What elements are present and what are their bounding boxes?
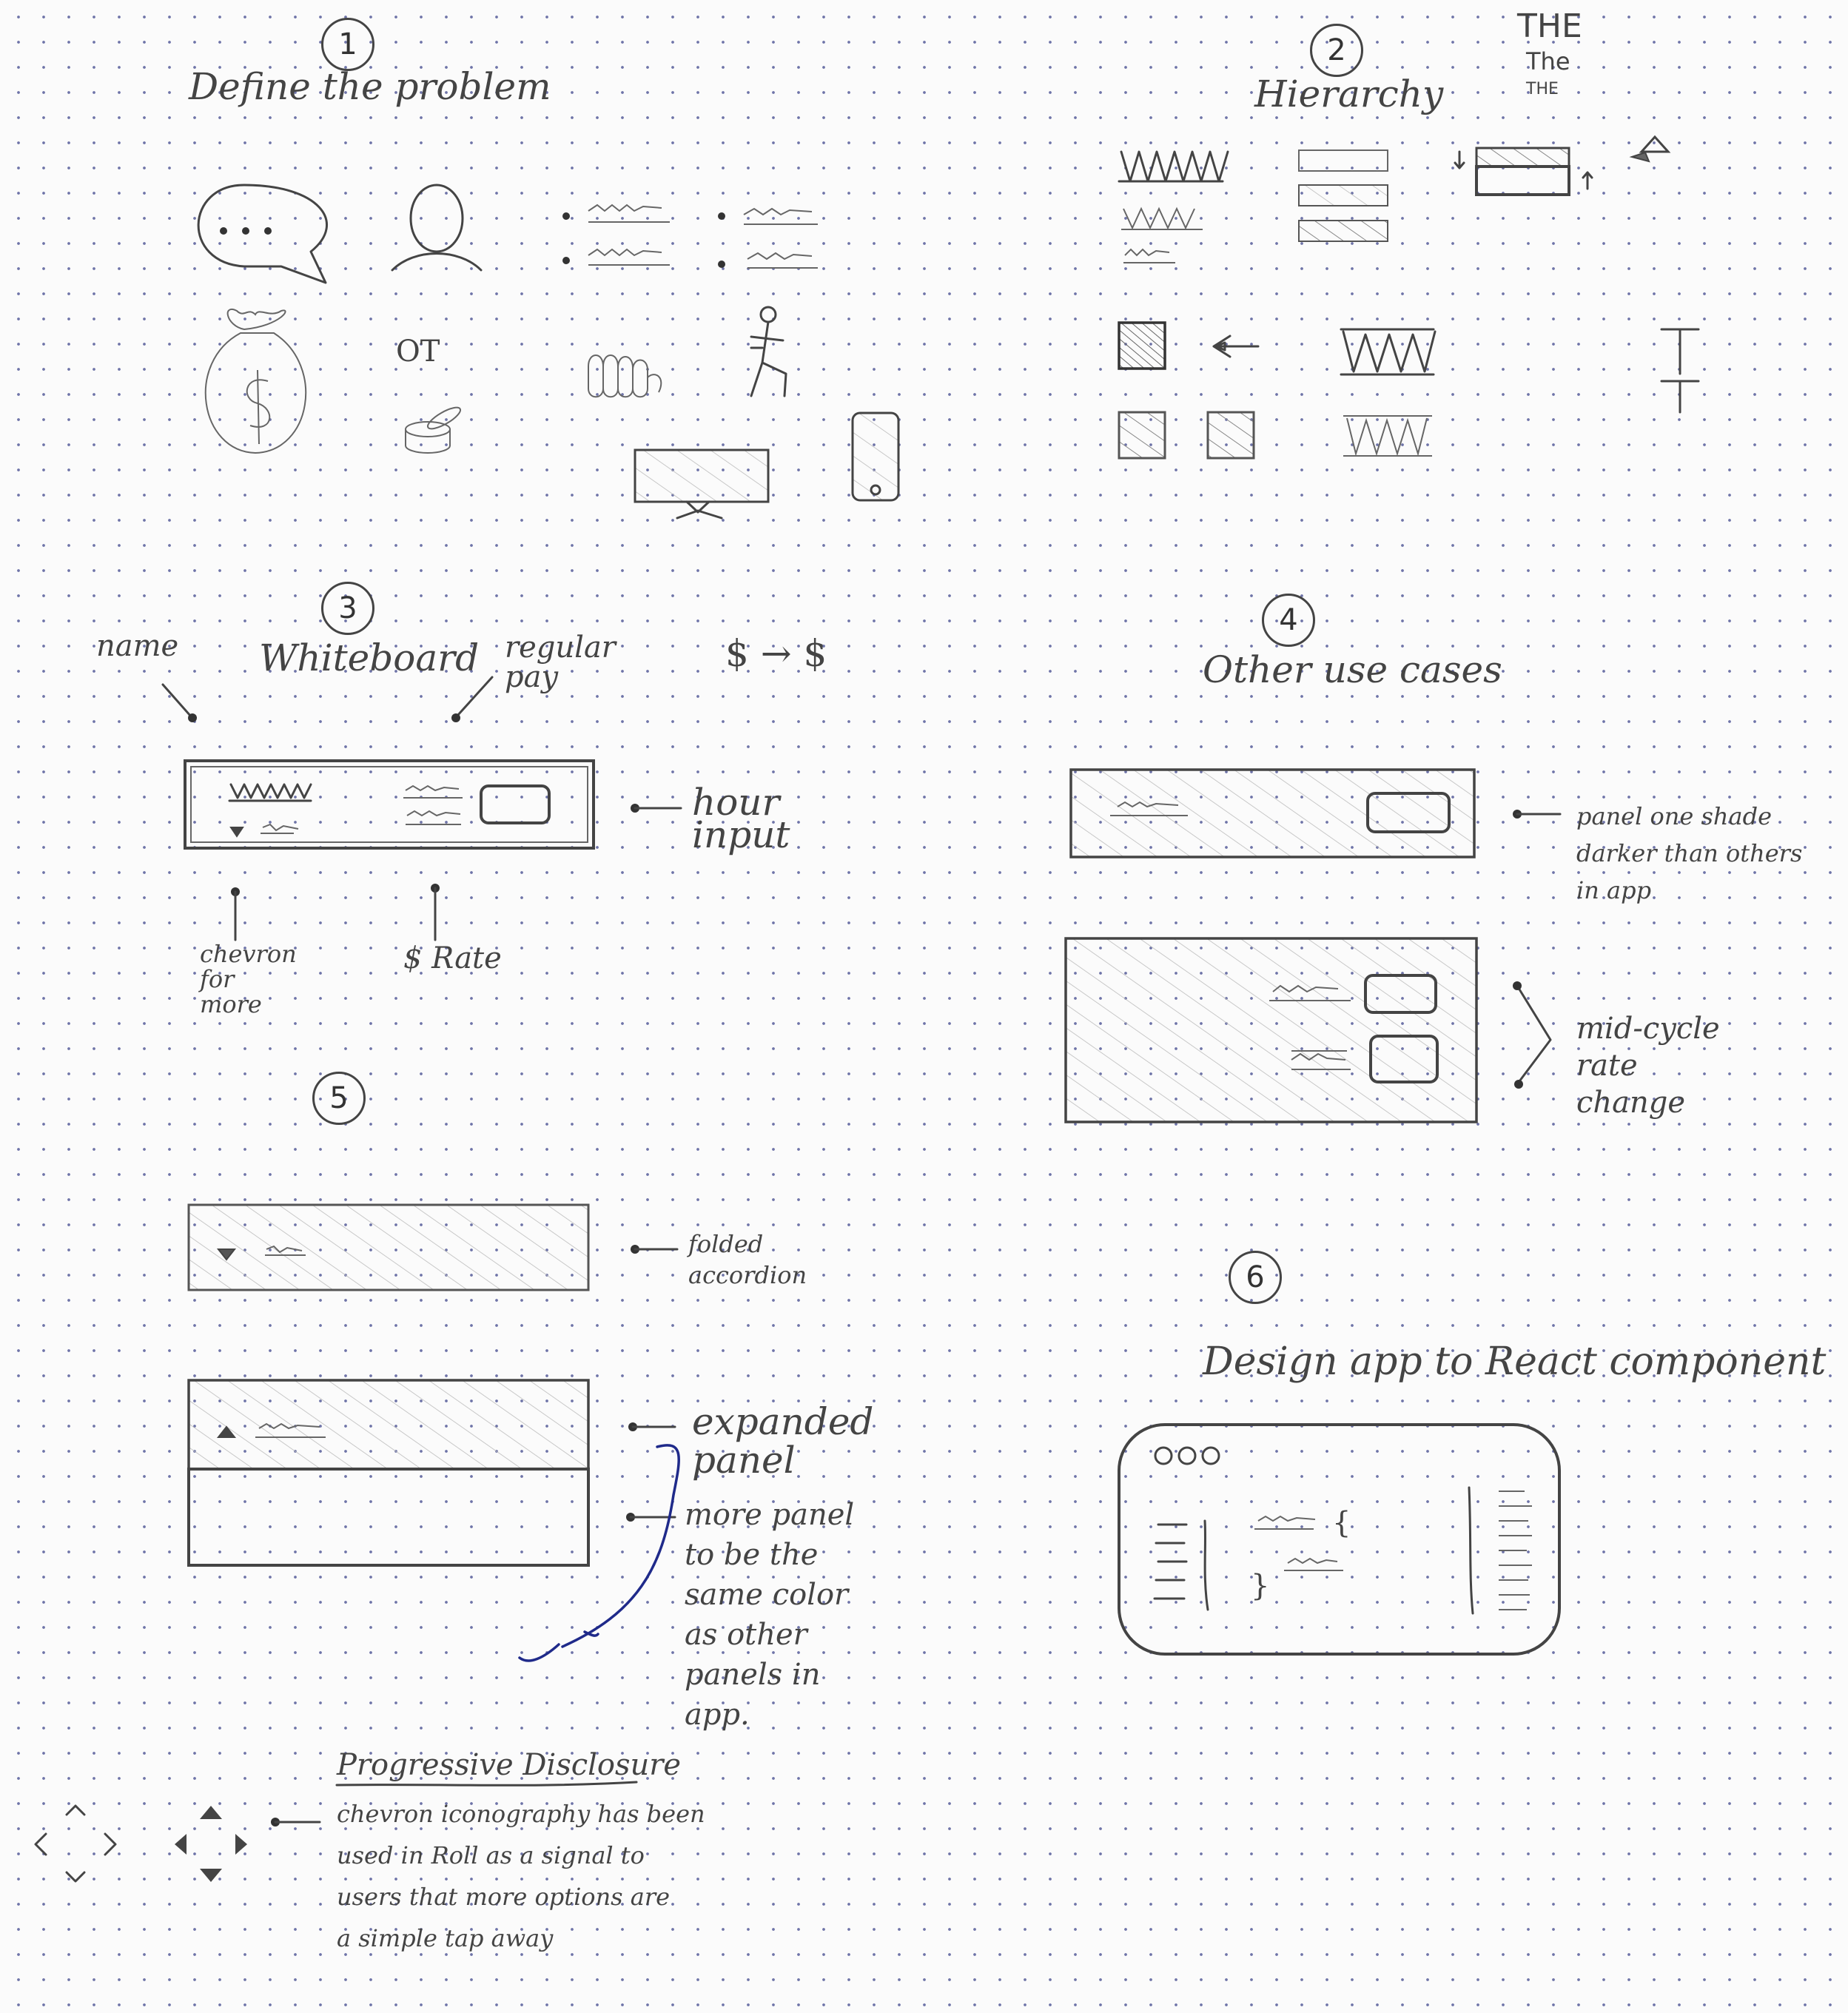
section-number-4: 4 [1262, 594, 1315, 647]
type-sample-large: THE [1517, 7, 1582, 45]
note-line-1: chevron iconography has been [337, 1800, 705, 1828]
type-sample-medium: The [1526, 47, 1570, 75]
money-bag-icon [204, 309, 307, 454]
section-title-define-problem: Define the problem [189, 65, 551, 108]
whiteboard-panel [184, 759, 595, 850]
section-title-hierarchy: Hierarchy [1254, 73, 1444, 115]
section-number-6: 6 [1229, 1251, 1282, 1304]
hierarchy-shade-bars [1298, 149, 1388, 242]
section-number-5: 5 [312, 1072, 366, 1125]
label-rate: $ Rate [403, 941, 502, 975]
note-line-4: a simple tap away [337, 1924, 554, 1952]
phone-icon [851, 411, 900, 502]
note-line-2: used in Roll as a signal to [337, 1841, 645, 1869]
hierarchy-squares [1118, 321, 1260, 460]
monitor-icon [634, 448, 770, 520]
label-regular-pay: regular pay [505, 631, 616, 694]
hierarchy-letters [1660, 328, 1700, 414]
section-title-other-use-cases: Other use cases [1203, 648, 1502, 691]
type-sample-small: THE [1526, 80, 1559, 98]
section-title-design-to-react: Design app to React component [1203, 1340, 1827, 1384]
label-ot: OT [396, 335, 440, 369]
note-line-3: users that more options are [337, 1883, 671, 1911]
whiteboard-callouts [161, 676, 682, 941]
progressive-underline [335, 1781, 638, 1787]
label-expanded-panel: expanded panel [692, 1400, 874, 1482]
label-rate-change: mid-cycle rate change [1576, 1012, 1720, 1120]
hierarchy-w-glyphs [1340, 328, 1437, 457]
label-panel-shade: panel one shade darker than others in ap… [1576, 802, 1803, 904]
hierarchy-raised-panel [1454, 147, 1593, 196]
label-more-panel: more panel to be the same color as other… [685, 1498, 855, 1732]
hierarchy-text-weights [1118, 150, 1229, 263]
chevron-arrows-icon [1629, 135, 1671, 163]
note-body: chevron iconography has been used in Rol… [337, 1800, 707, 1966]
section-number-2: 2 [1310, 24, 1363, 77]
code-brace-close: } [1251, 1569, 1270, 1603]
label-chevron-for-more: chevron for more [200, 940, 297, 1018]
section-title-whiteboard: Whiteboard [259, 636, 480, 679]
person-icon [391, 184, 483, 272]
code-brace-open: { [1332, 1506, 1351, 1540]
folded-accordion [187, 1203, 679, 1291]
app-window-sketch [1118, 1423, 1561, 1656]
money-conversion: $ → $ [725, 632, 827, 675]
label-hour-input: hour input [692, 781, 790, 856]
fist-icon [588, 354, 662, 398]
coins-icon [405, 406, 462, 454]
speech-bubble-icon [197, 184, 328, 284]
note-heading: Progressive Disclosure [337, 1748, 682, 1782]
use-case-panel-darker [1069, 768, 1562, 858]
text-list-icon [562, 204, 818, 269]
section-number-3: 3 [321, 582, 374, 635]
chevron-filled-icon [175, 1806, 321, 1882]
running-figure-icon [750, 306, 787, 397]
expanded-accordion [187, 1379, 680, 1662]
label-folded-accordion: folded accordion [688, 1230, 807, 1289]
use-case-panel-rate-change [1064, 937, 1552, 1123]
chevron-outline-icon [34, 1804, 117, 1883]
label-name: name [96, 629, 179, 663]
section-number-1: 1 [321, 18, 374, 71]
